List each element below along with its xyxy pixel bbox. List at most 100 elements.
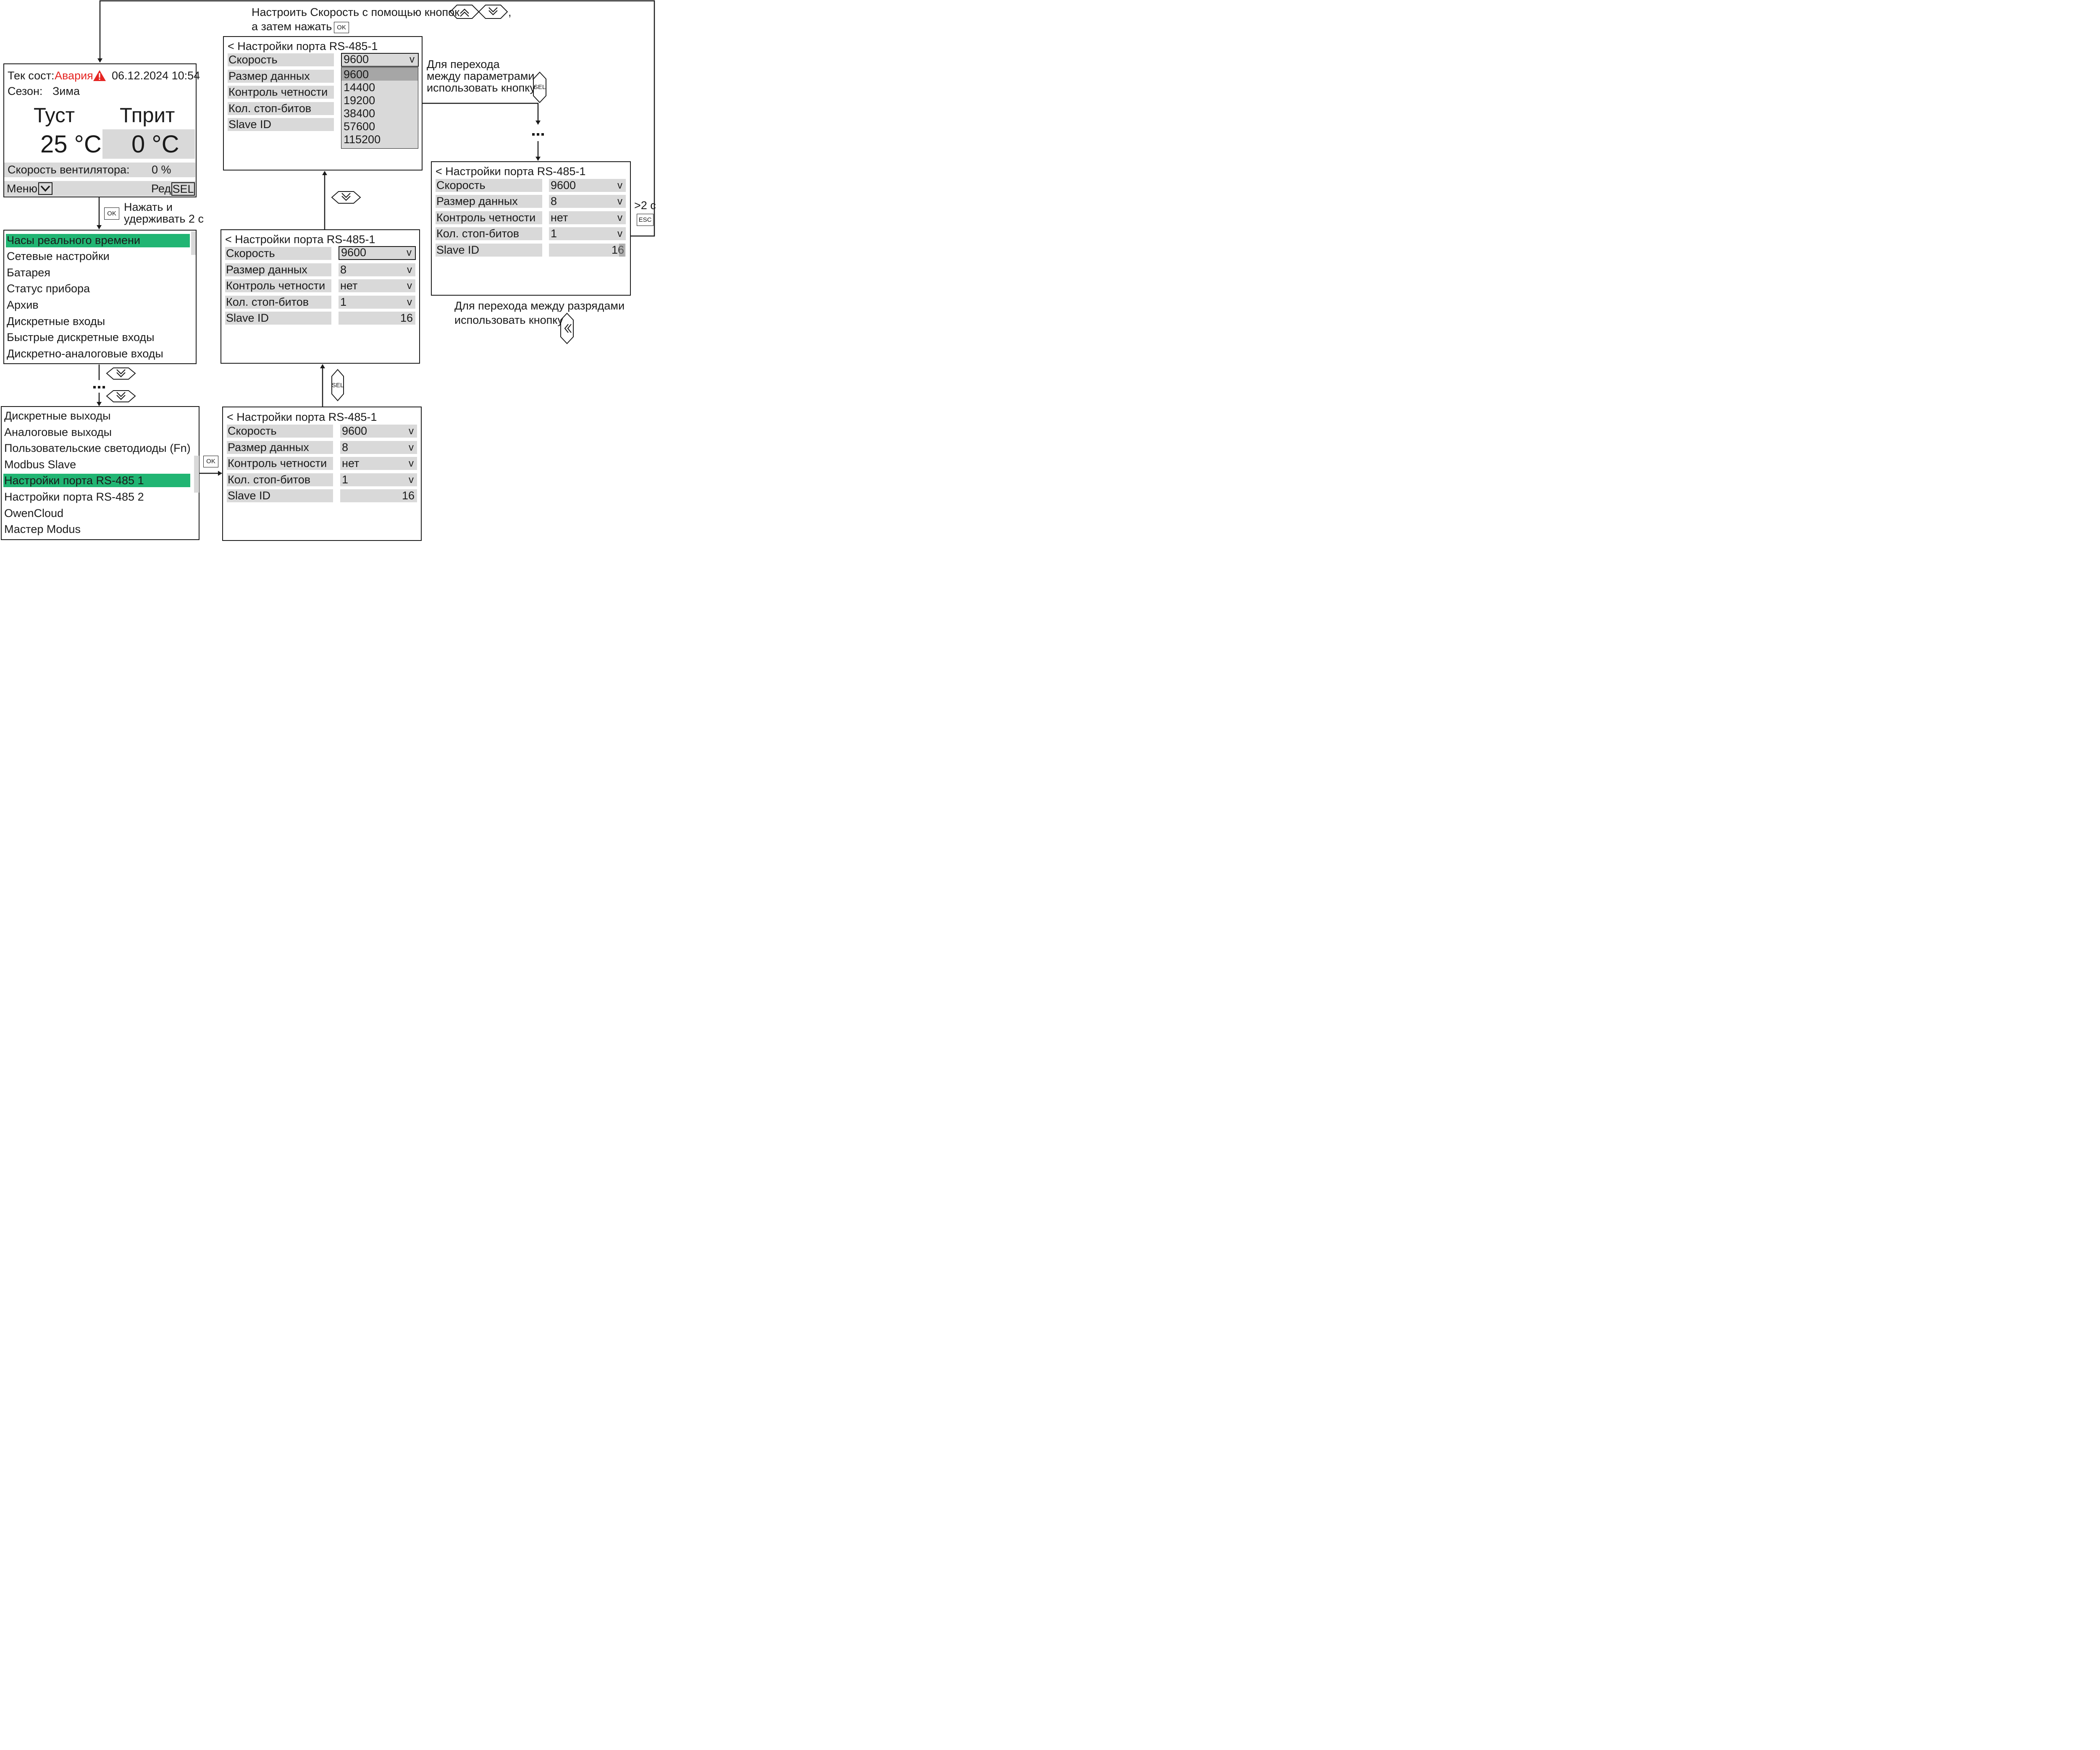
menu-screen-2: Дискретные выходы Аналоговые выходы Поль… (1, 406, 200, 540)
dropdown-option[interactable]: 115200 (344, 133, 381, 146)
speed-dropdown-list[interactable]: 9600 14400 19200 38400 57600 115200 (341, 67, 418, 149)
menu2-item[interactable]: Аналоговые выходы (4, 426, 112, 438)
hold-line2: удерживать 2 с (124, 213, 204, 225)
esc-key: ESC (637, 214, 654, 226)
menu2-item[interactable]: Modbus Slave (4, 458, 76, 471)
chevron-down-icon: v (617, 196, 622, 207)
menu1-item[interactable]: Архив (7, 299, 39, 311)
param-speed[interactable]: Скорость (225, 247, 331, 260)
value-slave-id[interactable]: 16 (340, 489, 417, 502)
value-slave-id-editing[interactable]: 16 (549, 244, 626, 257)
param-instr-line2: между параметрами (427, 70, 535, 82)
param-parity[interactable]: Контроль четности (225, 279, 331, 292)
value-text: 9600 (341, 246, 367, 259)
dropdown-option-selected-bg (341, 68, 418, 81)
param-stop-bits[interactable]: Кол. стоп-битов (227, 473, 333, 486)
value-text: нет (551, 211, 568, 224)
menu1-item[interactable]: Быстрые дискретные входы (7, 331, 155, 344)
state-value: Авария (55, 69, 93, 82)
param-slave-id[interactable]: Slave ID (228, 118, 334, 131)
fan-value: 0 % (152, 163, 171, 176)
chevron-down-icon: v (410, 54, 415, 65)
menu2-item[interactable]: Дискретные выходы (4, 409, 111, 422)
menu1-scrollbar[interactable] (191, 231, 196, 255)
param-parity[interactable]: Контроль четности (228, 86, 334, 99)
alarm-icon (93, 70, 106, 81)
param-speed[interactable]: Скорость (228, 53, 334, 66)
arrow-top-to-right (423, 102, 541, 125)
value-parity[interactable]: нет v (549, 211, 626, 224)
menu2-item[interactable]: Пользовательские светодиоды (Fn) (4, 442, 191, 454)
menu1-item[interactable]: Сетевые настройки (7, 250, 110, 262)
t-supply-highlight (102, 129, 195, 159)
dropdown-option[interactable]: 9600 (344, 68, 369, 81)
port-title: < Настройки порта RS-485-1 (227, 411, 377, 423)
value-text: 8 (342, 441, 349, 454)
port-title: < Настройки порта RS-485-1 (228, 40, 378, 52)
param-stop-bits[interactable]: Кол. стоп-битов (225, 296, 331, 309)
menu1-item[interactable]: Батарея (7, 266, 50, 279)
menu-screen-1: Часы реального времени Сетевые настройки… (3, 230, 197, 364)
param-slave-id[interactable]: Slave ID (436, 244, 542, 257)
port-screen-bottom: < Настройки порта RS-485-1 Скорость Разм… (222, 407, 422, 541)
svg-text:SEL: SEL (332, 382, 344, 389)
value-text: 8 (340, 263, 347, 276)
param-speed[interactable]: Скорость (436, 179, 542, 192)
param-parity[interactable]: Контроль четности (436, 211, 542, 224)
param-data-size[interactable]: Размер данных (225, 263, 331, 276)
param-stop-bits[interactable]: Кол. стоп-битов (228, 102, 334, 115)
dropdown-option[interactable]: 38400 (344, 107, 375, 120)
menu2-item[interactable]: Настройки порта RS-485 2 (4, 491, 144, 503)
param-parity[interactable]: Контроль четности (227, 457, 333, 470)
param-slave-id[interactable]: Slave ID (227, 489, 333, 502)
home-screen: Тек сост: Авария 06.12.2024 10:54 Сезон:… (3, 63, 200, 197)
ok-key-menu: OK (203, 456, 218, 467)
menu2-item[interactable]: Мастер Modus (4, 523, 81, 535)
digit-cursor (619, 244, 625, 257)
chevron-down-icon: v (407, 247, 412, 258)
menu1-item[interactable]: Часы реального времени (7, 234, 140, 247)
value-slave-id[interactable]: 16 (339, 312, 415, 325)
menu2-item[interactable]: OwenCloud (4, 507, 64, 519)
param-slave-id[interactable]: Slave ID (225, 312, 331, 325)
menu2-item[interactable]: Настройки порта RS-485 1 (4, 474, 144, 487)
digit-instr-line2: использовать кнопку (454, 314, 563, 326)
param-data-size[interactable]: Размер данных (227, 441, 333, 454)
param-data-size[interactable]: Размер данных (228, 70, 334, 83)
sel-key-icon (331, 369, 344, 401)
param-instr-line1: Для перехода (427, 58, 500, 71)
value-speed-selected[interactable]: 9600 v (339, 246, 416, 260)
value-text: 1 (342, 473, 349, 486)
top-instruction-comma: , (508, 6, 512, 18)
fan-label: Скорость вентилятора: (8, 163, 130, 176)
value-text: нет (340, 279, 358, 292)
dropdown-option[interactable]: 57600 (344, 120, 375, 133)
menu-chevron-icon[interactable] (38, 182, 52, 195)
menu2-scrollbar[interactable] (194, 456, 199, 493)
param-stop-bits[interactable]: Кол. стоп-битов (436, 227, 542, 240)
param-data-size[interactable]: Размер данных (436, 195, 542, 208)
value-text: 9600 (551, 179, 576, 192)
param-speed[interactable]: Скорость (227, 425, 333, 438)
t-supply-label: Тприт (120, 104, 175, 127)
dropdown-option[interactable]: 14400 (344, 81, 375, 94)
sel-soft-key[interactable]: SEL (171, 182, 195, 196)
fan-row (4, 163, 195, 177)
dropdown-option[interactable]: 19200 (344, 94, 375, 107)
menu1-item[interactable]: Дискретно-аналоговые входы (7, 347, 163, 360)
menu1-item[interactable]: Статус прибора (7, 282, 90, 295)
menu1-item[interactable]: Дискретные входы (7, 315, 105, 328)
chevron-down-icon: v (617, 212, 622, 223)
datetime: 06.12.2024 10:54 (112, 69, 200, 82)
